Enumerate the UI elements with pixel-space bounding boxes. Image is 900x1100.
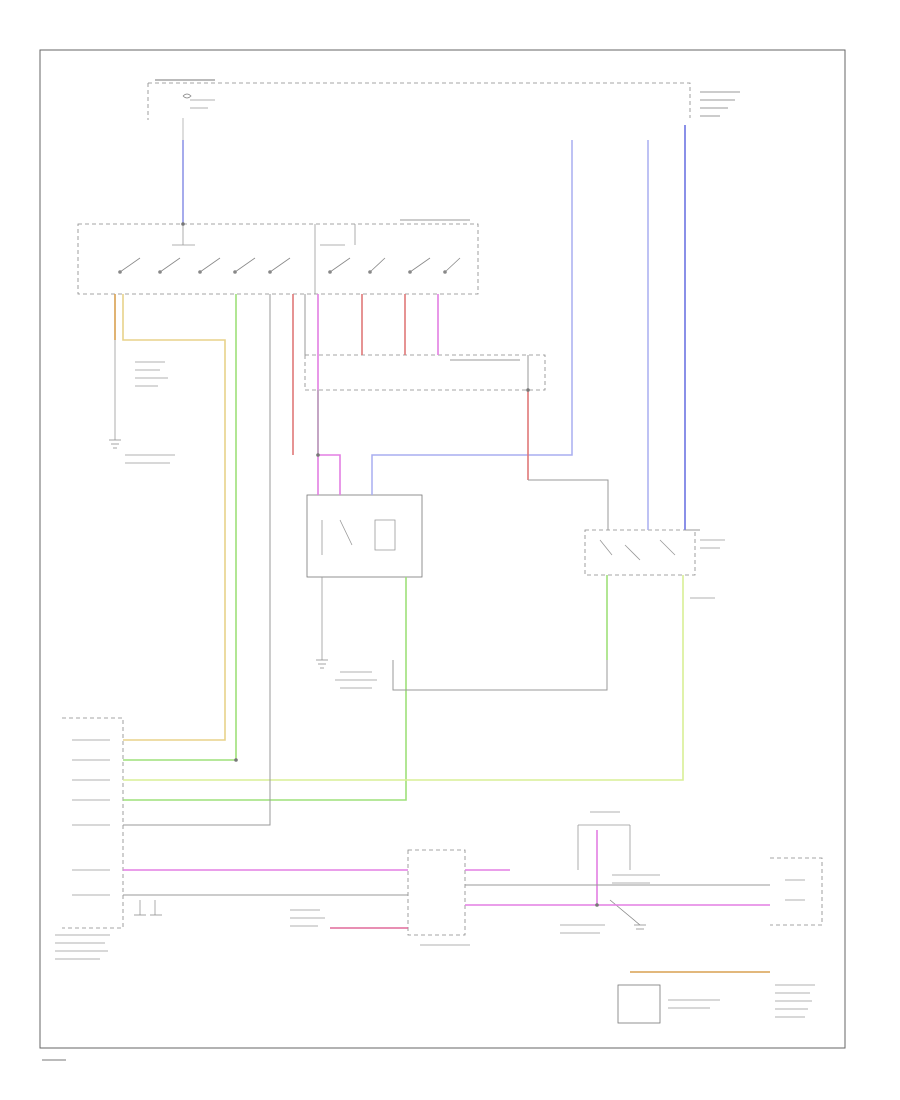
fuse-symbol <box>182 93 192 140</box>
wire-tan-left <box>122 294 226 741</box>
wire-gray-red-extension <box>528 479 609 530</box>
wire-gray-1 <box>123 294 271 826</box>
diagram-frame <box>39 49 846 1049</box>
wire-green-1 <box>123 294 237 761</box>
left-ground-assembly <box>109 340 175 464</box>
splice-points <box>181 222 599 907</box>
relay-switch-block <box>77 219 479 295</box>
central-junction-box <box>290 849 470 946</box>
wire-magenta-right <box>465 830 770 906</box>
bottom-right-component <box>617 984 815 1024</box>
wire-magenta-1 <box>317 294 341 495</box>
wire-gray-junction-loop <box>392 660 608 691</box>
wire-yellowgreen-long <box>123 575 684 781</box>
junction-block <box>304 354 546 391</box>
wire-gray-junction-vertical <box>317 355 529 455</box>
power-distribution-box <box>147 79 740 120</box>
right-switch-assembly <box>584 529 725 599</box>
wire-lightblue-long <box>371 140 573 495</box>
left-switch-assembly <box>306 494 423 689</box>
wire-green-2 <box>123 577 407 801</box>
wire-gray-bottom <box>123 884 770 896</box>
right-sensor-box <box>560 811 823 934</box>
control-module <box>55 717 162 960</box>
